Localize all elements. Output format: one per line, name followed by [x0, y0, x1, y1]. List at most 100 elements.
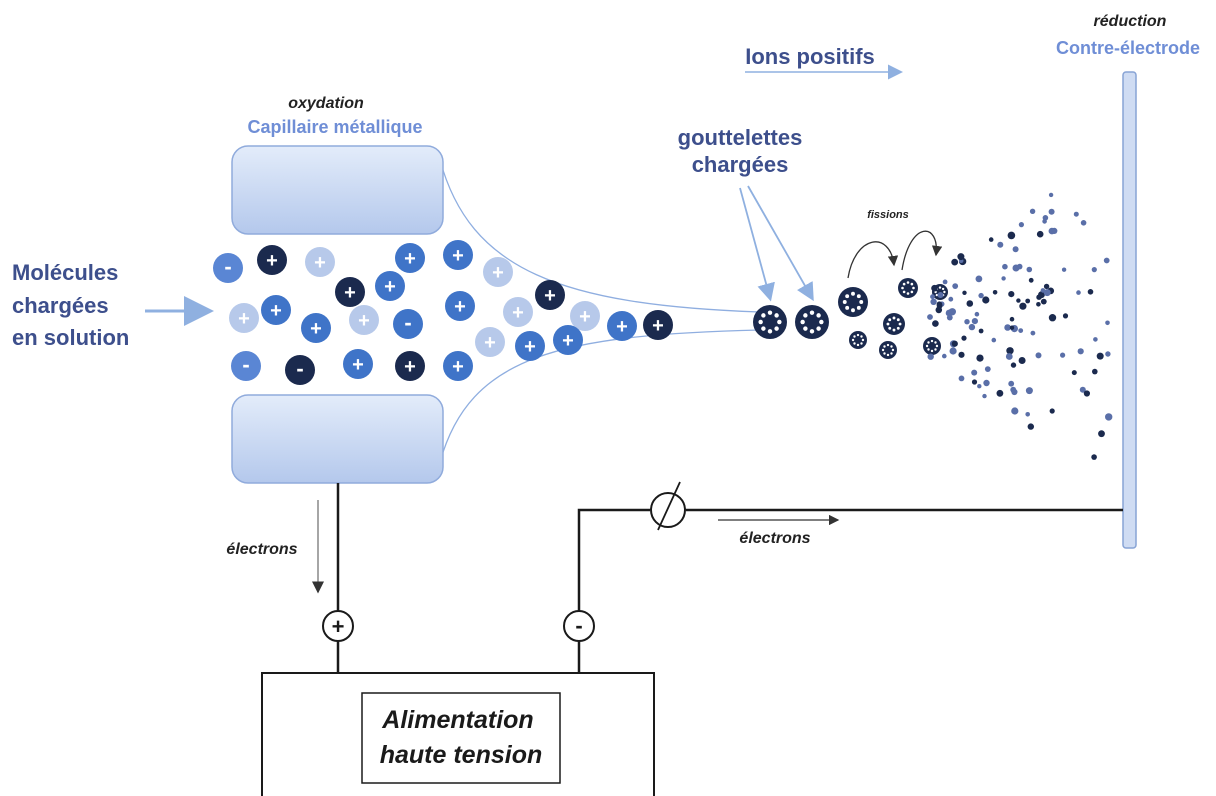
- droplet-charge-dot: [886, 343, 890, 347]
- droplet-charge-dot: [767, 329, 773, 334]
- droplet-charge-dot: [845, 305, 850, 310]
- droplet-charge-dot: [861, 338, 865, 342]
- gas-phase-ion: [1096, 352, 1104, 360]
- droplet-charge-dot: [845, 294, 850, 299]
- gas-phase-ion: [1018, 328, 1024, 333]
- gas-phase-ion: [930, 294, 935, 300]
- negative-ion: [231, 351, 261, 381]
- droplet-charge-dot: [856, 305, 861, 310]
- droplet-charge-dot: [758, 319, 763, 325]
- gas-phase-ion: [982, 296, 990, 304]
- gas-phase-ion: [942, 279, 948, 285]
- droplet-charge-dot: [761, 313, 766, 318]
- gas-phase-ion: [982, 393, 987, 399]
- gas-phase-ion: [1083, 390, 1090, 397]
- droplets-label-line2: chargées: [692, 152, 789, 177]
- ion-plus-sign: +: [579, 306, 591, 328]
- positive-ion: [503, 297, 533, 327]
- ion-minus-sign: -: [242, 352, 249, 377]
- droplet-pointer-arrow-2: [747, 185, 814, 302]
- droplet-charge-dot: [934, 341, 937, 344]
- gas-phase-ion: [1036, 230, 1044, 238]
- gas-phase-ion: [1098, 430, 1105, 438]
- gas-phase-ion: [1092, 368, 1098, 375]
- droplet-charge-dot: [851, 291, 855, 296]
- ion-spray-group: [927, 192, 1113, 460]
- fissions-label: fissions: [867, 209, 909, 221]
- positive-ion: [395, 243, 425, 273]
- droplet-charge-dot: [816, 313, 821, 318]
- droplet-charge-dot: [881, 348, 885, 352]
- gas-phase-ion: [974, 311, 980, 317]
- gas-phase-ion: [1005, 353, 1013, 360]
- ion-plus-sign: +: [404, 248, 416, 270]
- droplet-charge-dot: [816, 326, 821, 331]
- gas-phase-ion: [930, 298, 937, 305]
- charged-droplet: [753, 305, 787, 339]
- gas-phase-ion: [948, 296, 954, 302]
- gas-phase-ion: [1061, 267, 1067, 272]
- negative-ion: [393, 309, 423, 339]
- gas-phase-ion: [1105, 351, 1111, 357]
- positive-ion: [229, 303, 259, 333]
- gas-phase-ion: [931, 284, 938, 292]
- positive-ion: [607, 311, 637, 341]
- droplet-charge-dot: [883, 345, 886, 348]
- ion-plus-sign: +: [266, 250, 278, 272]
- droplet-charge-dot: [886, 353, 890, 357]
- gas-phase-ion: [958, 351, 965, 358]
- power-supply-label-line2: haute tension: [380, 741, 543, 769]
- droplet-charge-dot: [890, 345, 893, 348]
- gas-phase-ion: [1105, 413, 1113, 421]
- gas-phase-ion: [1018, 357, 1026, 364]
- ion-plus-sign: +: [524, 336, 536, 358]
- gas-phase-ion: [1008, 380, 1015, 387]
- gas-phase-ion: [1079, 386, 1086, 393]
- positive-ion: [349, 305, 379, 335]
- gas-phase-ion: [1025, 387, 1033, 395]
- gas-phase-ion: [945, 309, 953, 317]
- ion-plus-sign: +: [652, 315, 664, 337]
- gas-phase-ion: [1071, 370, 1077, 376]
- gas-phase-ion: [936, 301, 943, 308]
- gas-phase-ion: [1038, 291, 1045, 299]
- gas-phase-ion: [991, 337, 997, 343]
- droplet-charge-dot: [927, 348, 930, 351]
- ammeter-needle: [657, 481, 681, 531]
- ion-plus-sign: +: [314, 252, 326, 274]
- electrons-label-right: électrons: [739, 530, 810, 547]
- gas-phase-ion: [1049, 408, 1055, 414]
- terminal-negative: [563, 610, 595, 642]
- positive-ion: [483, 257, 513, 287]
- positive-ion: [395, 351, 425, 381]
- gas-phase-ion: [977, 384, 982, 389]
- gas-phase-ion: [1093, 337, 1098, 342]
- capillary-label: Capillaire métallique: [247, 117, 422, 137]
- charged-droplet: [879, 341, 897, 359]
- ion-plus-sign: +: [384, 276, 396, 298]
- droplet-charge-dot: [761, 326, 766, 331]
- droplets-group: [753, 278, 948, 359]
- gas-phase-ion: [932, 320, 939, 327]
- charged-droplet: [923, 337, 941, 355]
- gas-phase-ion: [1026, 266, 1033, 273]
- droplet-charge-dot: [906, 292, 910, 295]
- ion-plus-sign: +: [512, 302, 524, 324]
- positive-ion: [257, 245, 287, 275]
- charged-droplet: [883, 313, 905, 335]
- gas-phase-ion: [927, 314, 933, 320]
- gas-phase-ion: [1087, 289, 1094, 295]
- ion-plus-sign: +: [310, 318, 322, 340]
- droplet-charge-dot: [860, 335, 863, 338]
- droplet-charge-dot: [935, 293, 939, 297]
- negative-ion: [213, 253, 243, 283]
- positive-ion: [445, 291, 475, 321]
- gas-phase-ion: [1077, 348, 1084, 355]
- gas-phase-ion: [964, 319, 970, 325]
- reduction-label: réduction: [1094, 13, 1167, 30]
- spray-cone-upper: [439, 159, 761, 313]
- gas-phase-ion: [1103, 257, 1110, 264]
- ion-plus-sign: +: [492, 262, 504, 284]
- positive-ion: [475, 327, 505, 357]
- positive-ion: [305, 247, 335, 277]
